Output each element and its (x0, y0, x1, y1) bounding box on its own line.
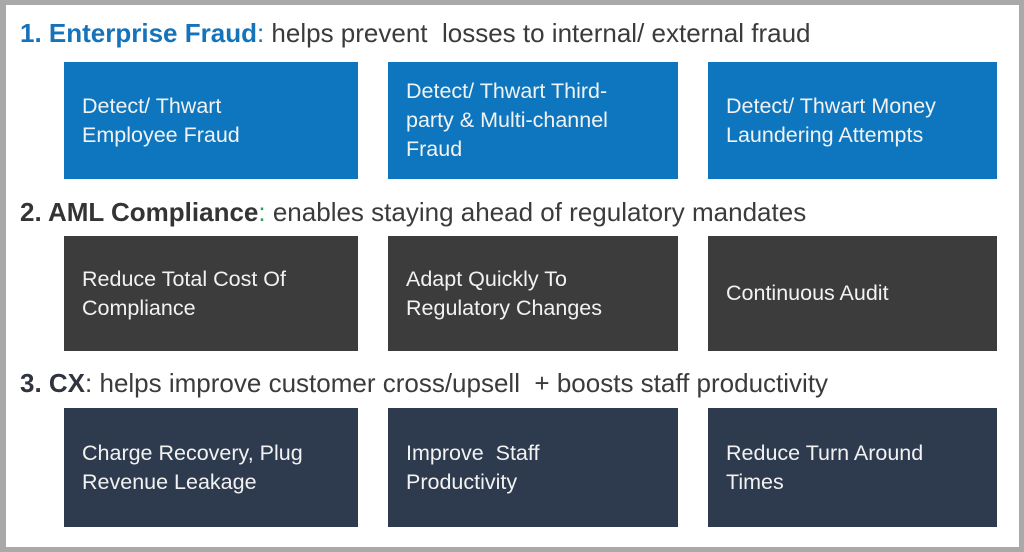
benefit-box-label: Adapt Quickly To Regulatory Changes (406, 266, 603, 320)
benefit-box-third-party-fraud: Detect/ Thwart Third- party & Multi-chan… (388, 62, 678, 179)
benefit-box-turnaround-times: Reduce Turn Around Times (708, 408, 997, 527)
heading-colon: : (256, 18, 265, 48)
heading-lead: 2. AML Compliance (20, 197, 259, 227)
benefit-row-cx: Charge Recovery, Plug Revenue Leakage Im… (64, 408, 997, 527)
benefit-box-staff-productivity: Improve Staff Productivity (388, 408, 678, 527)
section-heading-aml-compliance: 2. AML Compliance: enables staying ahead… (20, 194, 806, 230)
heading-lead: 3. CX (20, 368, 86, 398)
heading-colon: : (258, 197, 266, 227)
benefit-row-enterprise-fraud: Detect/ Thwart Employee Fraud Detect/ Th… (64, 62, 997, 179)
heading-colon: : (85, 368, 93, 398)
benefit-box-label: Reduce Turn Around Times (726, 440, 924, 494)
heading-description: helps improve customer cross/upsell + bo… (92, 368, 829, 398)
benefit-box-label: Reduce Total Cost Of Compliance (82, 266, 286, 320)
benefit-box-continuous-audit: Continuous Audit (708, 236, 997, 351)
benefit-box-label: Detect/ Thwart Third- party & Multi-chan… (406, 79, 608, 161)
benefit-box-employee-fraud: Detect/ Thwart Employee Fraud (64, 62, 358, 179)
section-heading-cx: 3. CX: helps improve customer cross/upse… (20, 365, 828, 401)
benefit-box-label: Charge Recovery, Plug Revenue Leakage (82, 440, 303, 494)
benefit-box-label: Detect/ Thwart Money Laundering Attempts (726, 93, 936, 147)
benefit-box-label: Improve Staff Productivity (406, 440, 540, 494)
benefit-row-aml-compliance: Reduce Total Cost Of Compliance Adapt Qu… (64, 236, 997, 351)
benefit-box-money-laundering: Detect/ Thwart Money Laundering Attempts (708, 62, 997, 179)
section-heading-enterprise-fraud: 1. Enterprise Fraud: helps prevent losse… (20, 15, 811, 51)
benefit-box-label: Continuous Audit (726, 281, 889, 305)
heading-description: enables staying ahead of regulatory mand… (265, 197, 807, 227)
heading-description: helps prevent losses to internal/ extern… (264, 18, 811, 48)
benefit-box-cost-of-compliance: Reduce Total Cost Of Compliance (64, 236, 358, 351)
benefit-box-regulatory-changes: Adapt Quickly To Regulatory Changes (388, 236, 678, 351)
benefit-box-charge-recovery: Charge Recovery, Plug Revenue Leakage (64, 408, 358, 527)
benefit-box-label: Detect/ Thwart Employee Fraud (82, 93, 240, 147)
heading-lead: 1. Enterprise Fraud (20, 18, 257, 48)
